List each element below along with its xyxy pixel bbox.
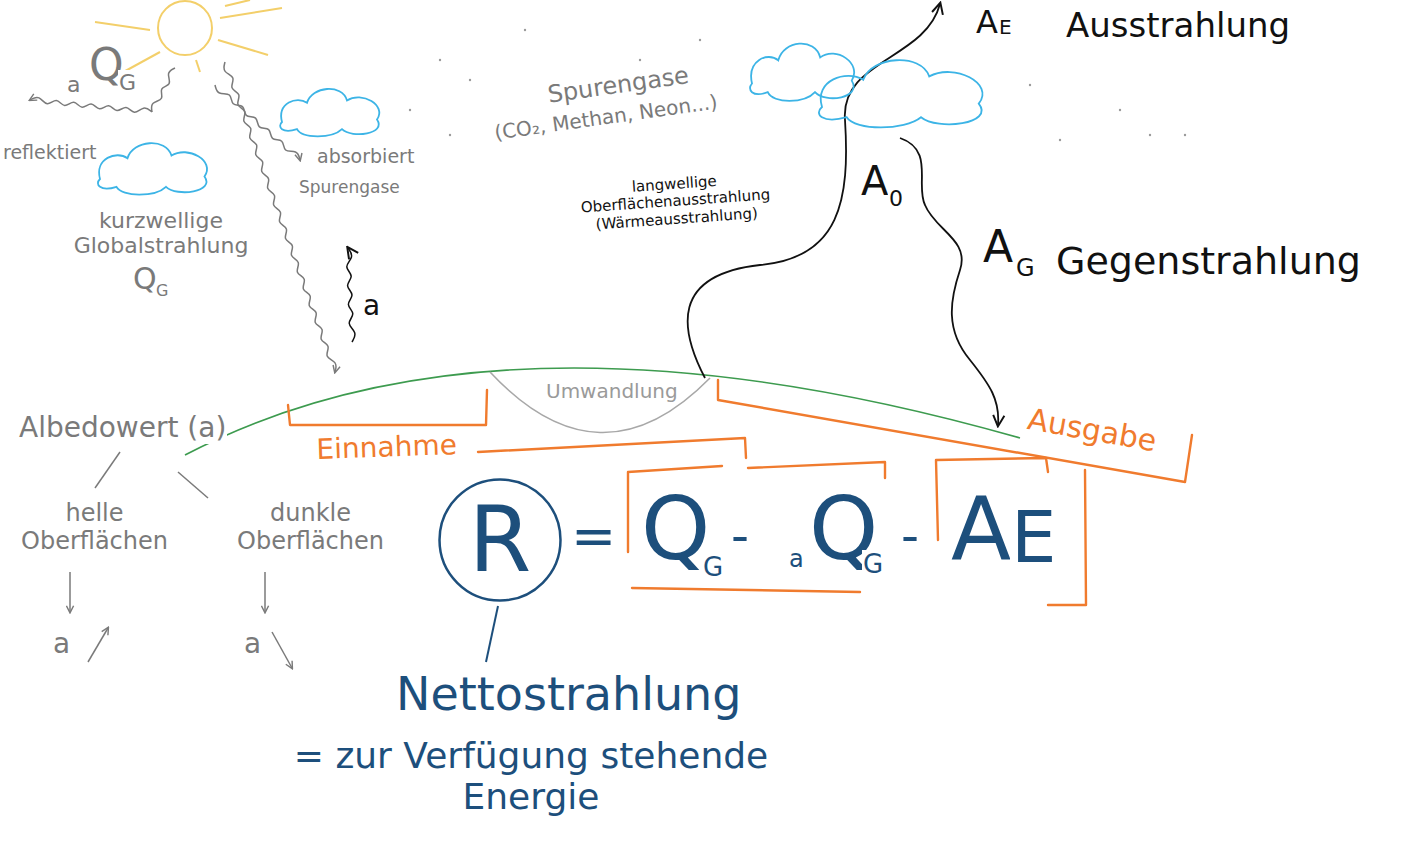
symbol-subscript: G — [1015, 255, 1036, 283]
annotation: Umwandlung — [545, 380, 679, 403]
conversion-arc — [490, 372, 710, 433]
symbol-subscript: 0 — [888, 186, 904, 211]
symbol: a — [243, 628, 262, 660]
annotation: absorbiert — [316, 146, 415, 168]
group-label: Einnahme — [315, 429, 458, 466]
annotation: Gegenstrahlung — [1055, 240, 1362, 284]
radiation-wave — [30, 97, 152, 112]
formula-operator: - — [900, 508, 920, 566]
formula-symbol: Q — [640, 478, 711, 579]
annotation: Ausstrahlung — [1065, 6, 1291, 45]
annotation: Spurengase — [298, 178, 401, 198]
radiation-wave — [152, 68, 175, 112]
annotation: kurzwellige Globalstrahlung — [60, 208, 262, 259]
circled-symbol: R — [438, 478, 562, 602]
symbol: A — [982, 222, 1014, 273]
formula-operator: = — [570, 505, 617, 567]
formula-symbol: E — [1010, 496, 1058, 579]
annotation: reflektiert — [2, 142, 97, 164]
formula-subscript: a — [788, 546, 805, 574]
symbol: A — [860, 158, 889, 204]
symbol: Q — [132, 262, 158, 297]
bracket — [288, 380, 1192, 605]
formula-operator: - — [730, 508, 750, 566]
symbol: A — [975, 4, 999, 41]
symbol-subscript: G — [155, 282, 169, 300]
group-label: Ausgabe — [1024, 402, 1160, 459]
cloud — [750, 44, 854, 101]
cloud — [98, 143, 207, 194]
annotation: dunkle Oberflächen — [212, 500, 409, 555]
annotation: helle Oberflächen — [6, 500, 183, 555]
annotation: Albedowert (a) — [18, 412, 227, 444]
cloud — [280, 89, 379, 136]
symbol: a — [52, 628, 71, 660]
annotation: langwellige Oberflächenausstrahlung (Wär… — [558, 168, 793, 236]
symbol-subscript: a — [66, 72, 81, 97]
formula-symbol: A — [950, 478, 1012, 579]
symbol: a — [362, 290, 381, 322]
term-label: Nettostrahlung — [395, 668, 742, 721]
counter-radiation-arrow — [900, 138, 998, 425]
cloud — [819, 60, 983, 127]
formula-subscript: G — [702, 553, 724, 583]
symbol-subscript: G — [118, 70, 137, 95]
symbol-subscript: E — [998, 16, 1013, 39]
leader-line — [486, 606, 498, 662]
leader-line — [70, 452, 292, 668]
radiation-wave — [347, 248, 355, 342]
radiation-wave — [215, 85, 300, 160]
earth-surface — [185, 368, 1020, 455]
term-definition: = zur Verfügung stehende Energie — [270, 735, 792, 818]
formula-subscript: G — [862, 550, 884, 580]
node-text: R — [469, 495, 532, 585]
